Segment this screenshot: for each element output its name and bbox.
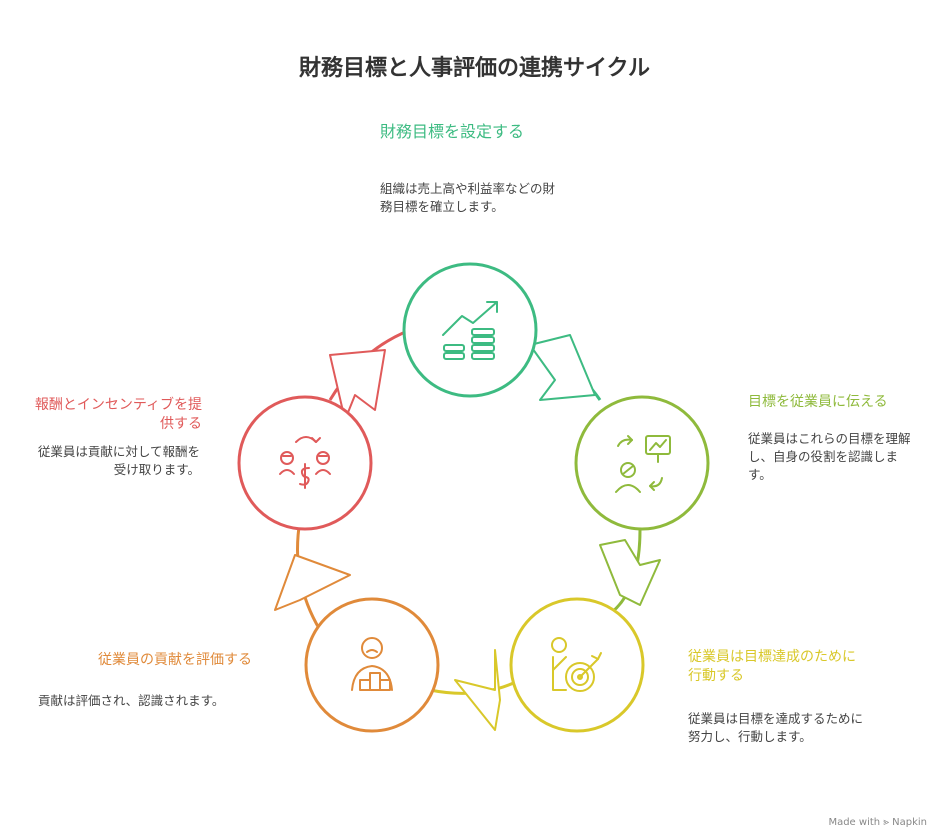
step-circle-2 bbox=[574, 395, 710, 531]
reward-exchange-icon bbox=[279, 436, 331, 489]
footer: Made with ⪢ Napkin bbox=[828, 817, 927, 828]
step-5-title: 報酬とインセンティブを提供する bbox=[34, 397, 202, 432]
presentation-icon bbox=[615, 435, 671, 493]
napkin-logo-icon: ⪢ bbox=[883, 817, 889, 828]
arrow-2-3 bbox=[599, 539, 661, 606]
step-2-title: 目標を従業員に伝える bbox=[748, 394, 888, 410]
footer-made-with: Made with bbox=[828, 817, 881, 828]
finance-growth-icon bbox=[442, 301, 498, 360]
arrow-1-2 bbox=[529, 334, 596, 401]
arrow-3-4 bbox=[454, 649, 501, 731]
arrow-4-5 bbox=[274, 554, 351, 611]
step-1-description: 組織は売上高や利益率などの財務目標を確立します。 bbox=[380, 181, 556, 214]
step-circle-3 bbox=[509, 597, 645, 733]
step-1-title: 財務目標を設定する bbox=[380, 122, 525, 141]
step-3-title: 従業員は目標達成のために行動する bbox=[688, 649, 856, 684]
step-4-description: 貢献は評価され、認識されます。 bbox=[38, 693, 225, 708]
page-title: 財務目標と人事評価の連携サイクル bbox=[299, 56, 650, 81]
step-2-description: 従業員はこれらの目標を理解し、自身の役割を認識します。 bbox=[748, 431, 911, 482]
evaluation-icon bbox=[351, 637, 393, 691]
footer-brand: Napkin bbox=[892, 817, 927, 828]
step-circle-1 bbox=[402, 262, 538, 398]
step-3-description: 従業員は目標を達成するために努力し、行動します。 bbox=[688, 711, 864, 744]
target-achievement-icon bbox=[551, 637, 602, 692]
step-4-title: 従業員の貢献を評価する bbox=[98, 652, 252, 668]
step-5-description: 従業員は貢献に対して報酬を受け取ります。 bbox=[37, 444, 200, 477]
